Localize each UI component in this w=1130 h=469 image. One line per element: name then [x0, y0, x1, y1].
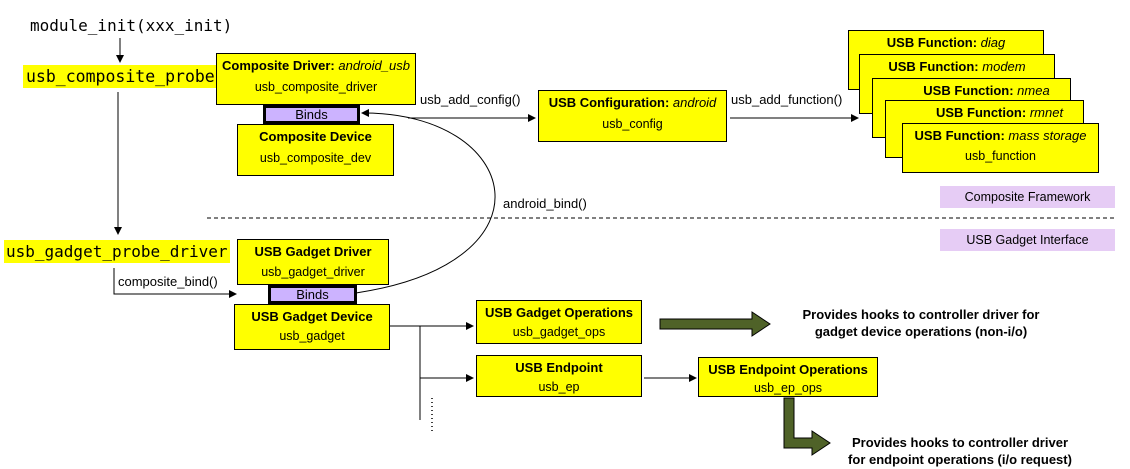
- composite-probe-label: usb_composite_probe: [23, 65, 218, 88]
- usb-function-name: nmea: [1017, 83, 1050, 98]
- composite-driver-box: Composite Driver: android_usb usb_compos…: [216, 53, 416, 105]
- usb-function-name: mass storage: [1008, 128, 1087, 143]
- endpoint-ops-note-line: Provides hooks to controller driver: [852, 435, 1068, 450]
- endpoint-ops-note: Provides hooks to controller driver for …: [830, 434, 1090, 468]
- binds-composite: Binds: [263, 105, 360, 124]
- usb-configuration-box: USB Configuration: android usb_config: [538, 90, 727, 142]
- composite-device-struct: usb_composite_dev: [259, 151, 372, 165]
- endpoint-ops-box: USB Endpoint Operations usb_ep_ops: [698, 357, 878, 397]
- gadget-ops-note: Provides hooks to controller driver for …: [776, 306, 1066, 340]
- usb-function-title: USB Function:: [888, 59, 979, 74]
- gadget-ops-title: USB Gadget Operations: [484, 305, 634, 320]
- gadget-ops-note-line: Provides hooks to controller driver for: [802, 307, 1040, 322]
- arrow-composite-bind: [113, 268, 237, 298]
- usb-function-box: USB Function: mass storage usb_function: [902, 123, 1099, 173]
- endpoint-ops-struct: usb_ep_ops: [753, 381, 823, 395]
- gadget-driver-struct: usb_gadget_driver: [261, 265, 365, 279]
- binds-gadget: Binds: [268, 285, 357, 304]
- usb-configuration-struct: usb_config: [602, 117, 663, 131]
- module-init-label: module_init(xxx_init): [30, 16, 233, 35]
- edge-label-add-function: usb_add_function(): [731, 92, 843, 107]
- gadget-ops-struct: usb_gadget_ops: [512, 325, 606, 339]
- edge-label-android-bind: android_bind(): [503, 196, 587, 211]
- layer-tag-gadget: USB Gadget Interface: [940, 229, 1115, 251]
- composite-driver-name: android_usb: [338, 58, 410, 73]
- big-arrow-endpoint-ops: [783, 397, 831, 456]
- endpoint-title: USB Endpoint: [515, 360, 603, 375]
- gadget-ops-note-line: gadget device operations (non-i/o): [814, 324, 1028, 339]
- gadget-device-title: USB Gadget Device: [251, 309, 373, 324]
- composite-device-box: Composite Device usb_composite_dev: [237, 124, 394, 176]
- composite-device-title: Composite Device: [259, 129, 372, 144]
- layer-tag-composite: Composite Framework: [940, 186, 1115, 208]
- arrow-android-bind: [355, 108, 496, 294]
- composite-driver-title: Composite Driver:: [222, 58, 335, 73]
- gadget-device-struct: usb_gadget: [279, 329, 345, 343]
- gadget-driver-box: USB Gadget Driver usb_gadget_driver: [237, 239, 389, 285]
- edge-label-add-config: usb_add_config(): [420, 92, 521, 107]
- endpoint-struct: usb_ep: [538, 380, 580, 394]
- usb-function-title: USB Function:: [935, 105, 1027, 120]
- usb-configuration-title: USB Configuration:: [548, 95, 670, 110]
- usb-function-name: diag: [980, 35, 1006, 50]
- usb-configuration-name: android: [672, 95, 717, 110]
- edge-label-composite-bind: composite_bind(): [118, 274, 218, 289]
- usb-function-title: USB Function:: [923, 83, 1014, 98]
- usb-function-title: USB Function:: [886, 35, 978, 50]
- gadget-device-box: USB Gadget Device usb_gadget: [234, 304, 390, 350]
- usb-function-title: USB Function:: [914, 128, 1005, 143]
- gadget-ops-box: USB Gadget Operations usb_gadget_ops: [476, 300, 642, 344]
- endpoint-box: USB Endpoint usb_ep: [476, 355, 642, 397]
- usb-function-name: rmnet: [1029, 105, 1064, 120]
- endpoint-ops-title: USB Endpoint Operations: [708, 362, 868, 377]
- endpoint-ops-note-line: for endpoint operations (i/o request): [848, 452, 1072, 467]
- gadget-probe-driver-label: usb_gadget_probe_driver: [4, 240, 230, 263]
- big-arrow-gadget-ops: [659, 311, 771, 337]
- gadget-driver-title: USB Gadget Driver: [254, 244, 372, 259]
- usb-function-struct: usb_function: [965, 149, 1036, 163]
- usb-function-name: modem: [982, 59, 1026, 74]
- composite-driver-struct: usb_composite_driver: [254, 80, 378, 94]
